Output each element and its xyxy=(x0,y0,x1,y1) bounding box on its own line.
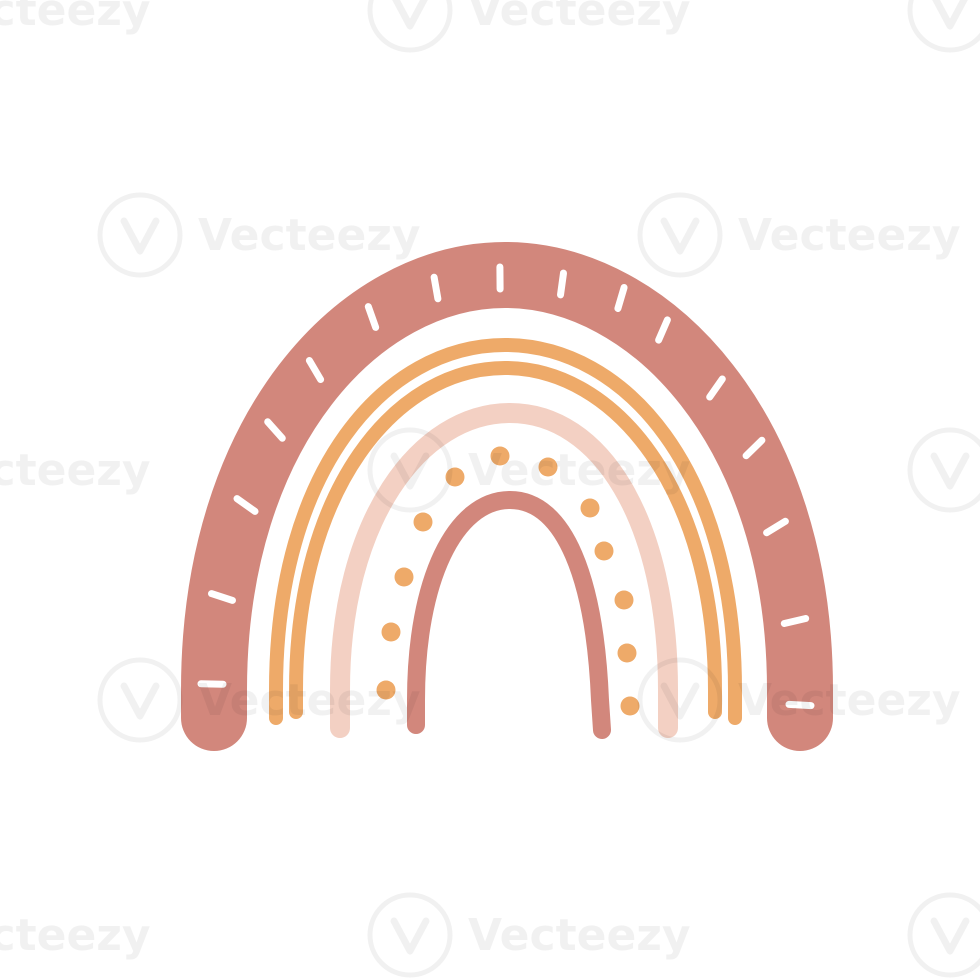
vecteezy-logo-icon xyxy=(637,192,723,278)
watermark-text: Vecteezy xyxy=(198,675,421,726)
watermark: Vecteezy xyxy=(637,192,961,278)
vecteezy-logo-v-icon xyxy=(390,917,430,955)
vecteezy-logo-v-icon xyxy=(932,0,968,30)
outer-rainbow-band xyxy=(181,241,833,751)
watermark: Vecteezy xyxy=(97,192,421,278)
polka-dot xyxy=(617,643,637,663)
vecteezy-logo-icon xyxy=(907,892,980,978)
watermark: Vecteezy xyxy=(907,892,980,978)
watermark: Vecteezy xyxy=(907,427,980,513)
watermark-text: Vecteezy xyxy=(468,445,691,496)
watermark: Vecteezy xyxy=(0,910,151,961)
dash-mark xyxy=(233,495,259,515)
outer-band-dash-marks xyxy=(197,263,815,710)
vecteezy-logo-icon xyxy=(367,892,453,978)
vecteezy-logo-v-icon xyxy=(120,682,160,720)
rainbow-bands xyxy=(181,241,833,751)
dash-mark xyxy=(780,615,810,627)
vecteezy-logo-icon xyxy=(907,0,980,53)
polka-dot xyxy=(445,467,465,487)
dash-mark xyxy=(742,436,766,460)
watermark: Vecteezy xyxy=(0,445,151,496)
polka-dot xyxy=(381,622,401,642)
dash-mark xyxy=(305,357,325,383)
polka-dot-arc xyxy=(376,446,640,716)
vecteezy-logo-icon xyxy=(637,657,723,743)
dash-mark xyxy=(364,303,380,331)
watermark-text: Vecteezy xyxy=(468,0,691,36)
dash-mark xyxy=(430,273,442,303)
polka-dot xyxy=(376,680,396,700)
watermark: Vecteezy xyxy=(97,657,421,743)
vecteezy-logo-icon xyxy=(97,192,183,278)
vecteezy-logo-v-icon xyxy=(660,682,700,720)
vecteezy-logo-icon xyxy=(367,0,453,53)
vecteezy-logo-v-icon xyxy=(930,917,970,955)
polka-dot xyxy=(538,457,558,477)
watermark: Vecteezy xyxy=(907,0,980,53)
vecteezy-logo-icon xyxy=(367,427,453,513)
inner-rose-arch xyxy=(407,490,611,739)
vecteezy-logo-v-icon xyxy=(930,452,970,490)
polka-dot xyxy=(490,446,510,466)
dash-mark xyxy=(557,269,567,299)
orange-band-inner-stroke xyxy=(289,360,722,719)
polka-dot xyxy=(580,498,600,518)
vecteezy-logo-icon xyxy=(907,427,980,513)
watermark-text: Vecteezy xyxy=(468,910,691,961)
watermark-text: Vecteezy xyxy=(198,210,421,261)
watermark: Vecteezy xyxy=(0,0,151,36)
polka-dot xyxy=(394,567,414,587)
vecteezy-logo-v-icon xyxy=(390,452,430,490)
polka-dot xyxy=(413,512,433,532)
polka-dot xyxy=(594,541,614,561)
polka-dot xyxy=(614,590,634,610)
watermark: Vecteezy xyxy=(367,0,691,53)
vecteezy-logo-v-icon xyxy=(120,217,160,255)
polka-dot xyxy=(620,696,640,716)
watermark-text: Vecteezy xyxy=(0,0,151,36)
watermark-text: Vecteezy xyxy=(0,910,151,961)
watermark: Vecteezy xyxy=(367,427,691,513)
vecteezy-logo-v-icon xyxy=(392,0,428,30)
watermark: Vecteezy xyxy=(637,657,961,743)
watermark-text: Vecteezy xyxy=(738,675,961,726)
dash-mark xyxy=(655,316,671,344)
dash-mark xyxy=(763,517,789,537)
orange-band-outer-stroke xyxy=(269,337,742,725)
dash-mark xyxy=(264,418,286,442)
watermark-text: Vecteezy xyxy=(0,445,151,496)
dash-mark xyxy=(614,284,628,312)
watermark: Vecteezy xyxy=(367,892,691,978)
dash-mark xyxy=(785,700,815,710)
vecteezy-logo-v-icon xyxy=(660,217,700,255)
dash-mark xyxy=(706,375,726,401)
watermark-text: Vecteezy xyxy=(738,210,961,261)
dash-mark xyxy=(208,590,236,604)
vecteezy-logo-icon xyxy=(97,657,183,743)
pale-pink-band xyxy=(330,402,678,738)
